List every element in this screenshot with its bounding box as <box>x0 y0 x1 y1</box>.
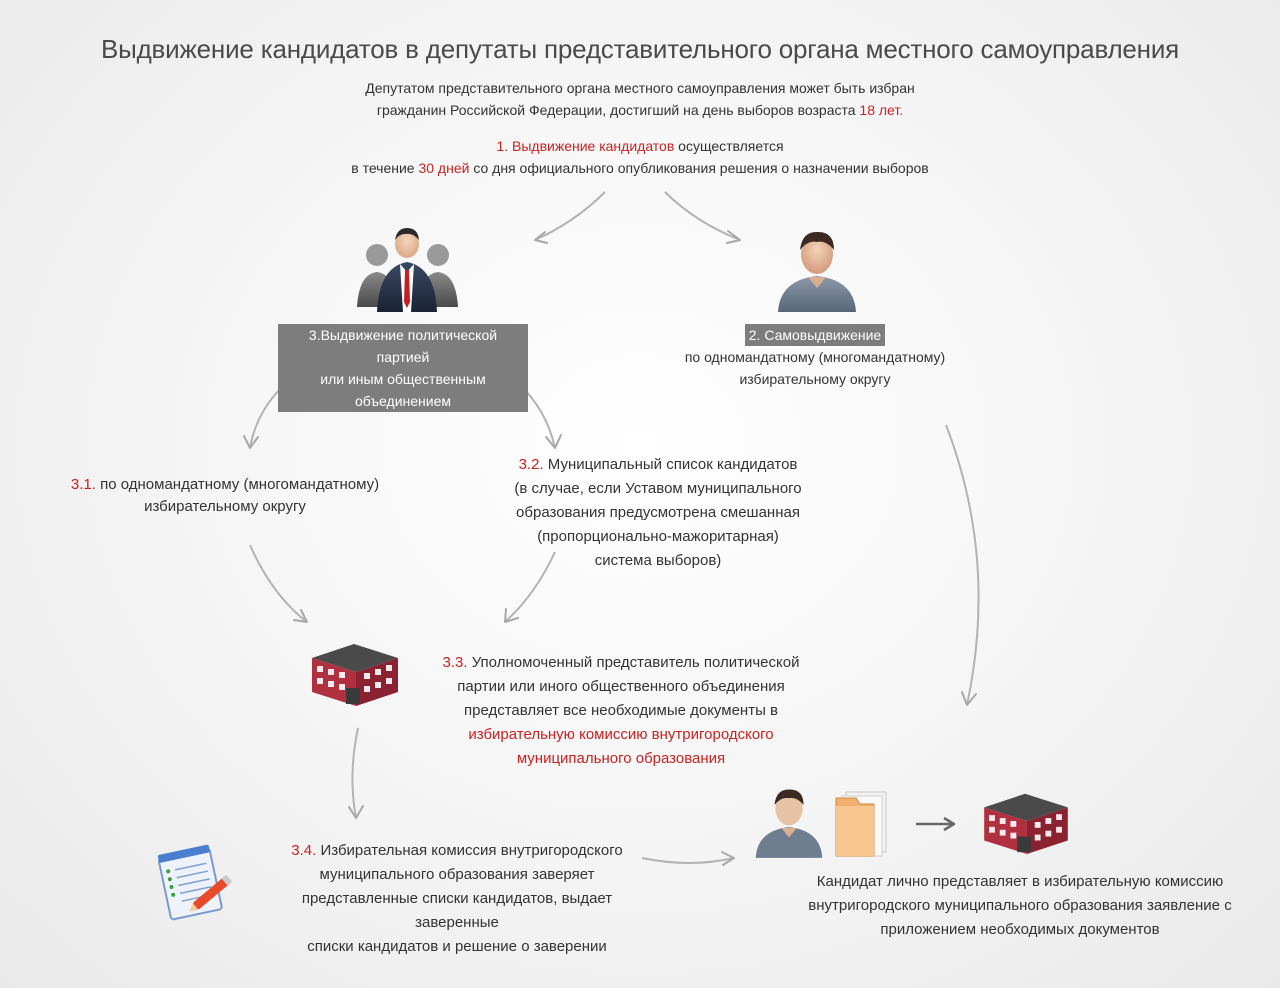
arrow-self-nomination-down <box>945 424 980 706</box>
step33-num: 3.3. <box>442 654 468 671</box>
step3-line-2: или иным общественным объединением <box>320 371 486 409</box>
step1-line-1: 1. Выдвижение кандидатов осуществляется <box>496 138 784 154</box>
final-text: Кандидат лично представляет в избиратель… <box>808 873 1232 938</box>
person-icon <box>776 228 858 312</box>
step3-line-1: 3.Выдвижение политической партией <box>308 327 498 365</box>
age-highlight: 18 лет. <box>859 102 904 118</box>
step33-text: 3.3. Уполномоченный представитель полити… <box>440 651 802 771</box>
step1-line-2: в течение 30 дней со дня официального оп… <box>351 160 929 176</box>
step34-num: 3.4. <box>291 842 317 859</box>
building-icon <box>308 636 402 708</box>
step1-text: 1. Выдвижение кандидатов осуществляется … <box>320 135 960 179</box>
step31-text: 3.1. по одномандатному (многомандатному)… <box>60 474 390 518</box>
building-icon-right <box>980 786 1072 856</box>
arrow-31-to-building <box>249 544 308 623</box>
commission-highlight-2: муниципального образования <box>516 750 726 767</box>
step1-title: 1. Выдвижение кандидатов <box>496 138 675 154</box>
step2-label: 2. Самовыдвижение <box>744 324 886 346</box>
intro-text: Депутатом представительного органа местн… <box>340 77 940 121</box>
days-highlight: 30 дней <box>418 160 470 176</box>
intro-line-2: гражданин Российской Федерации, достигши… <box>376 102 904 118</box>
page-title: Выдвижение кандидатов в депутаты предста… <box>100 34 1180 64</box>
arrow-building-to-34 <box>351 727 359 819</box>
step31-line-2: избирательному округу <box>144 498 306 515</box>
step32-text: 3.2. Муниципальный список кандидатов (в … <box>514 456 802 569</box>
commission-highlight-1: избирательную комиссию внутригородского <box>468 726 774 743</box>
candidate-person-icon <box>754 786 824 858</box>
folder-icon <box>834 788 890 858</box>
step2-line-3: избирательному округу <box>739 371 891 387</box>
document-with-pen-icon <box>150 842 240 922</box>
step2-text: 2. Самовыдвижение по одномандатному (мно… <box>660 324 970 390</box>
arrow-32-to-33 <box>504 551 556 623</box>
step31-num: 3.1. <box>70 476 96 493</box>
step2-line-2: по одномандатному (многомандатному) <box>684 349 946 365</box>
arrow-step1-left <box>534 191 606 241</box>
step32-num: 3.2. <box>518 456 544 473</box>
group-of-people-icon <box>355 222 460 314</box>
intro-line-1: Депутатом представительного органа местн… <box>365 80 915 96</box>
arrow-step1-right <box>664 191 741 241</box>
step34-text: 3.4. Избирательная комиссия внутригородс… <box>291 842 623 955</box>
arrow-34-to-candidate <box>641 857 735 864</box>
step3-label: 3.Выдвижение политической партией или ин… <box>278 324 528 412</box>
